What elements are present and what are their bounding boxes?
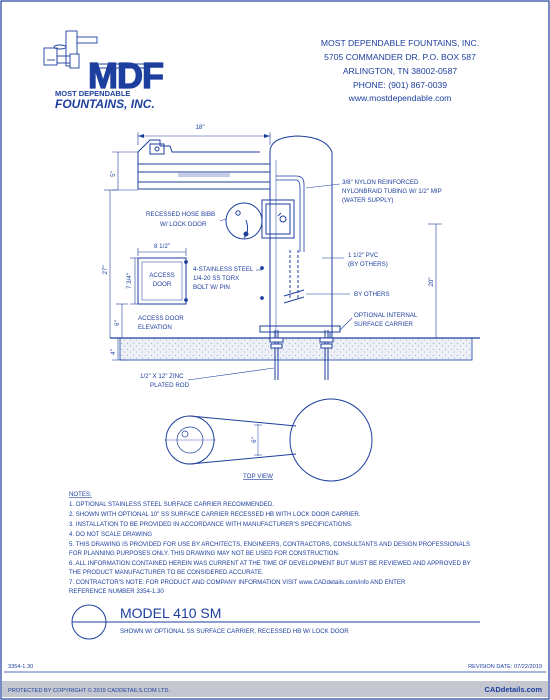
company-phone: PHONE: (901) 867-0039 [353,80,447,90]
callout-rod-1: 1/2" X 12" ZINC [140,373,184,380]
callout-steel-2: 1/4-20 SS TORX [193,275,239,282]
callout-hose-2: W/ LOCK DOOR [160,221,207,228]
elevation-label-1: ACCESS DOOR [138,315,184,322]
dim-6: 6" [114,320,121,326]
dim-5: 5" [110,171,117,177]
company-logo: MDF [43,30,165,97]
callout-steel-3: BOLT W/ PIN [193,284,230,291]
leader-lines [187,183,353,381]
callout-pvc-2: (BY OTHERS) [348,261,388,268]
logo-fountain-icon-1 [43,47,58,66]
access-door-label-1: ACCESS [149,272,174,279]
callout-carrier-2: SURFACE CARRIER [354,321,413,328]
company-address-1: 5705 COMMANDER DR. P.O. BOX 587 [324,52,476,62]
note-item: FOR PLANNING PURPOSES ONLY. THIS DRAWING… [69,550,340,557]
notes-header: NOTES: [69,491,92,498]
access-door-label-2: DOOR [153,281,172,288]
model-subtitle: SHOWN W/ OPTIONAL SS SURFACE CARRIER, RE… [120,628,349,635]
revision-date: REVISION DATE: 07/22/2019 [468,664,542,670]
dim-27: 27" [102,265,109,274]
dim-6-top: 6" [251,437,258,443]
callouts: 3/8" NYLON REINFORCED NYLONBRAID TUBING … [138,179,442,389]
callout-rod-2: PLATED ROD [150,382,190,389]
dim-4: 4" [110,349,117,355]
left-dimensions [104,151,442,361]
model-title: MODEL 410 SM [120,605,221,621]
cad-details-logo: CADdetails.com [484,685,542,694]
company-name: MOST DEPENDABLE FOUNTAINS, INC. [321,38,479,48]
note-item: THE PRODUCT MANUFACTURER TO BE CONSIDERE… [69,569,264,576]
notes-block: NOTES: 1. OPTIONAL STAINLESS STEEL SURFA… [69,491,471,595]
callout-steel-1: 4-STAINLESS STEEL [193,266,254,273]
company-address-2: ARLINGTON, TN 38002-0587 [343,66,458,76]
company-address: MOST DEPENDABLE FOUNTAINS, INC. 5705 COM… [321,38,479,103]
side-elevation [137,132,341,353]
copyright-text: PROTECTED BY COPYRIGHT © 2019 CADDETAILS… [8,687,170,694]
callout-nylon-3: (WATER SUPPLY) [342,197,393,204]
top-view-label: TOP VIEW [243,473,273,480]
callout-by-others: BY OTHERS [354,291,390,298]
note-item: 5. THIS DRAWING IS PROVIDED FOR USE BY A… [69,541,470,548]
note-item: 1. OPTIONAL STAINLESS STEEL SURFACE CARR… [69,501,274,508]
note-item: 4. DO NOT SCALE DRAWING [69,531,152,538]
reference-number: 3354-1.30 [8,664,33,670]
concrete-slab [119,337,473,361]
callout-hose-1: RECESSED HOSE BIBB [146,211,215,218]
company-website: www.mostdependable.com [348,93,452,103]
top-view [164,398,373,482]
note-item: 2. SHOWN WITH OPTIONAL 10" SS SURFACE CA… [69,511,361,518]
callout-nylon-2: NYLONBRAID TUBING W/ 1/2" MIP [342,188,442,195]
note-item: 6. ALL INFORMATION CONTAINED HEREIN WAS … [69,560,471,567]
logo-mark: MDF [88,55,163,96]
anchor-rods [269,330,334,380]
note-item: 7. CONTRACTOR'S NOTE: FOR PRODUCT AND CO… [69,579,406,586]
note-item: REFERENCE NUMBER 3354-1.30 [69,588,164,595]
elevation-label-2: ELEVATION [138,324,172,331]
dim-20: 20" [428,277,435,286]
dim-8-1-2: 8 1/2" [154,243,170,250]
logo-name-2: FOUNTAINS, INC. [55,97,155,111]
title-block [71,604,480,640]
callout-carrier-1: OPTIONAL INTERNAL [354,312,418,319]
dim-7-3-4: 7 3/4" [126,273,133,289]
dim-width-18: 18" [195,124,204,131]
note-item: 3. INSTALLATION TO BE PROVIDED IN ACCORD… [69,521,353,528]
logo-name-1: MOST DEPENDABLE [55,89,130,98]
footer: 3354-1.30 REVISION DATE: 07/22/2019 PROT… [2,664,548,697]
callout-pvc-1: 1 1/2" PVC [348,252,379,259]
callout-nylon-1: 3/8" NYLON REINFORCED [342,179,419,186]
